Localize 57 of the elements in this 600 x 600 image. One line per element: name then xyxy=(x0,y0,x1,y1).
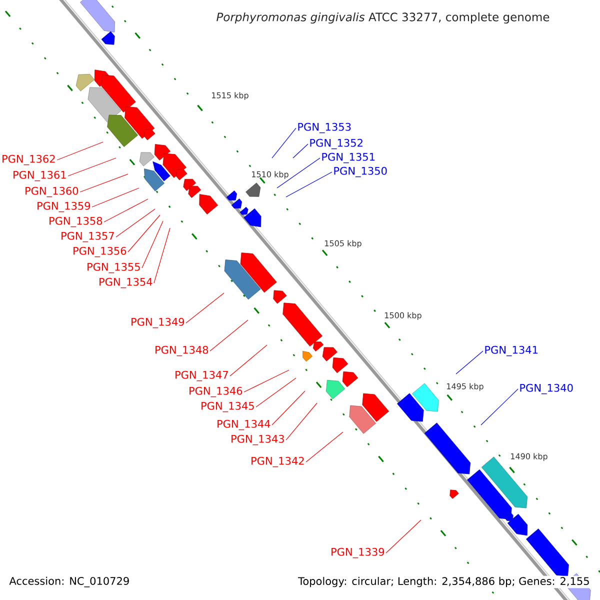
leader-line xyxy=(116,208,156,238)
leader-line xyxy=(104,198,148,222)
leader-line xyxy=(56,142,104,160)
leader-line xyxy=(292,144,308,158)
gene-label: PGN_1355 xyxy=(88,262,140,274)
leader-line xyxy=(210,320,248,352)
leader-line xyxy=(68,158,116,176)
leader-line xyxy=(186,292,224,324)
leader-line xyxy=(92,188,140,208)
gene-label: PGN_1358 xyxy=(50,216,102,228)
topology-label: Topology: circular; Length: 2,354,886 bp; Genes: 2,155 xyxy=(297,576,591,588)
gene-label: PGN_1362 xyxy=(2,154,55,166)
leader-line xyxy=(480,388,518,426)
gene-label: PGN_1360 xyxy=(26,186,78,198)
leader-line xyxy=(276,158,320,188)
scale-label: 1490 kbp xyxy=(511,453,548,461)
gene-label: PGN_1341 xyxy=(485,346,538,356)
leader-line xyxy=(230,344,268,376)
leader-line xyxy=(272,128,296,158)
gene-label: PGN_1356 xyxy=(74,246,126,258)
leader-line xyxy=(456,350,484,374)
leader-line xyxy=(244,370,290,392)
gene-label: PGN_1359 xyxy=(38,202,90,212)
scale-label: 1515 kbp xyxy=(212,92,248,100)
gene-label: PGN_1354 xyxy=(100,278,152,288)
leader-line xyxy=(128,214,160,252)
leader-line xyxy=(272,390,306,426)
scale-label: 1500 kbp xyxy=(385,312,422,320)
gene-label: PGN_1349 xyxy=(132,318,184,328)
gene-label: PGN_1346 xyxy=(190,386,242,398)
gene-label: PGN_1342 xyxy=(252,456,304,468)
gene-label: PGN_1350 xyxy=(334,166,387,178)
gene-label: PGN_1357 xyxy=(62,232,114,242)
gene-label: PGN_1348 xyxy=(156,346,208,356)
scale-label: 1505 kbp xyxy=(325,240,362,248)
gene-label: PGN_1347 xyxy=(176,370,228,382)
leader-line xyxy=(286,402,318,440)
gene-label: PGN_1352 xyxy=(310,138,362,150)
scale-label: 1495 kbp xyxy=(447,383,484,391)
scale-label: 1510 kbp xyxy=(252,171,288,179)
gene-label: PGN_1345 xyxy=(202,402,254,412)
leader-line xyxy=(80,174,128,192)
gene-label: PGN_1343 xyxy=(232,434,284,446)
leader-line xyxy=(386,520,422,554)
gene-label: PGN_1351 xyxy=(322,152,375,164)
accession-label: Accession: NC_010729 xyxy=(9,576,129,588)
leader-line xyxy=(256,378,296,408)
leader-line xyxy=(142,220,164,268)
gene-label: PGN_1340 xyxy=(520,384,573,394)
gene-label: PGN_1353 xyxy=(298,122,351,134)
map-title: Porphyromonas gingivalis ATCC 33277, complete genome xyxy=(216,12,550,24)
gene-label: PGN_1361 xyxy=(14,170,66,182)
gene-label: PGN_1339 xyxy=(332,548,384,558)
leader-line xyxy=(306,432,344,462)
gene-label: PGN_1344 xyxy=(218,420,270,430)
leader-line xyxy=(286,172,332,198)
leader-line xyxy=(154,228,170,284)
